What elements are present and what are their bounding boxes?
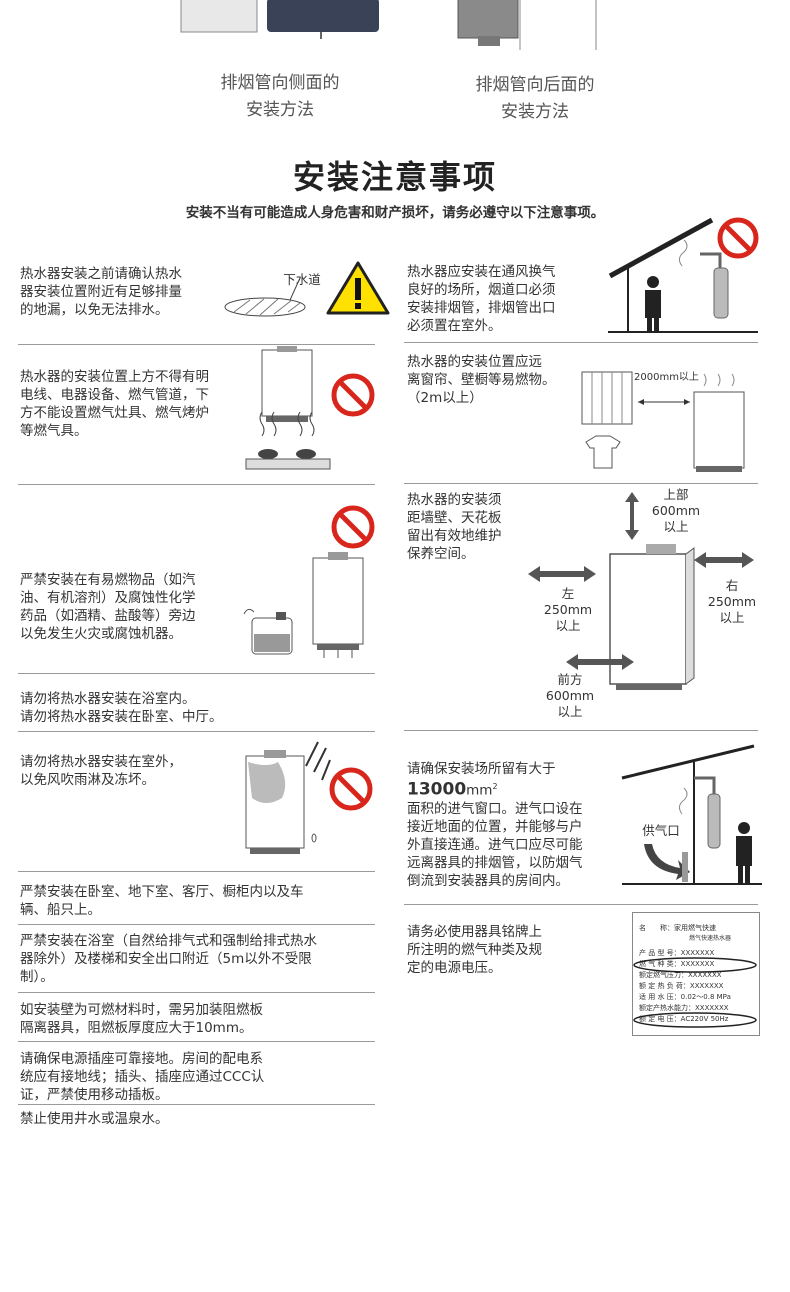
divider (404, 730, 758, 731)
top-image-back (450, 0, 600, 50)
note-air-intake: 请确保安装场所留有大于13000mm2 面积的进气窗口。进气口设在接近地面的位置… (407, 761, 583, 889)
note-clearance: 热水器的安装须距墙壁、天花板留出有效地维护保养空间。 (407, 492, 502, 562)
caption-side-exhaust: 排烟管向侧面的安装方法 (220, 73, 340, 120)
heater-in-rain-icon (245, 741, 331, 854)
prohibited-icon (331, 505, 375, 549)
gas-type-highlight (633, 957, 757, 973)
divider (18, 1104, 375, 1105)
divider (18, 1041, 375, 1042)
water-heater-icon (312, 552, 364, 658)
drain-label: 下水道 (283, 272, 321, 287)
divider (18, 673, 375, 674)
divider (18, 731, 375, 732)
note-flammable: 严禁安装在有易燃物品（如汽油、有机溶剂）及腐蚀性化学药品（如酒精、盐酸等）旁边以… (20, 572, 196, 642)
note-ventilation: 热水器应安装在通风换气良好的场所，烟道口必须安装排烟管，排烟管出口必须置在室外。 (407, 264, 556, 334)
divider (404, 483, 758, 484)
house-exhaust-icon (608, 217, 759, 333)
note-flame-retardant: 如安装壁为可燃材料时，需另加装阻燃板隔离器具，阻燃板厚度应大于10mm。 (20, 1002, 263, 1036)
note-power-socket: 请确保电源插座可靠接地。房间的配电系统应有接地线；插头、插座应通过CCC认证，严… (20, 1051, 265, 1103)
divider (18, 924, 375, 925)
note-nameplate: 请务必使用器具铭牌上所注明的燃气种类及规定的电源电压。 (407, 924, 542, 976)
note-outdoor: 请勿将热水器安装在室外，以免风吹雨淋及冻坏。 (20, 754, 182, 788)
divider (18, 992, 375, 993)
chemical-can-icon (243, 608, 293, 655)
page-subtitle: 安装不当有可能造成人身危害和财产损坏，请务必遵守以下注意事项。 (185, 205, 605, 221)
note-bathroom: 请勿将热水器安装在浴室内。请勿将热水器安装在卧室、中厅。 (20, 691, 223, 725)
voltage-highlight (633, 1012, 757, 1028)
note-above-below: 热水器的安装位置上方不得有明电线、电器设备、燃气管道，下方不能设置燃气灶具、燃气… (20, 369, 209, 439)
divider (404, 342, 758, 343)
drain-icon (224, 277, 306, 317)
divider (18, 344, 375, 345)
note-curtain-distance: 热水器的安装位置应远离窗帘、壁橱等易燃物。（2m以上） (407, 354, 556, 406)
clearance-diagram (528, 492, 754, 690)
top-image-side (180, 0, 381, 40)
curtain-distance-icon (581, 371, 745, 472)
note-bedroom-vehicle: 严禁安装在卧室、地下室、客厅、橱柜内以及车辆、船只上。 (20, 884, 304, 918)
note-drain: 热水器安装之前请确认热水器安装位置附近有足够排量的地漏，以免无法排水。 (20, 266, 182, 318)
prohibited-icon (331, 373, 375, 417)
nameplate: 名 称：家用燃气快速 燃气快速热水器 产 品 型 号：XXXXXXX 燃 气 种… (632, 912, 760, 1036)
note-stairs-exit: 严禁安装在浴室（自然给排气式和强制给排式热水器除外）及楼梯和安全出口附近（5m以… (20, 933, 317, 985)
note-well-water: 禁止使用井水或温泉水。 (20, 1111, 169, 1127)
air-intake-icon (621, 744, 762, 885)
air-inlet-label: 供气口 (642, 823, 680, 838)
divider (404, 904, 758, 905)
divider (18, 871, 375, 872)
distance-label: 2000mm以上 (634, 372, 699, 383)
caption-back-exhaust: 排烟管向后面的安装方法 (475, 75, 595, 122)
prohibited-icon (329, 767, 373, 811)
heater-over-stove-icon (245, 346, 331, 470)
divider (18, 484, 375, 485)
warning-triangle-icon (326, 261, 390, 315)
page-title: 安装注意事项 (292, 158, 497, 196)
